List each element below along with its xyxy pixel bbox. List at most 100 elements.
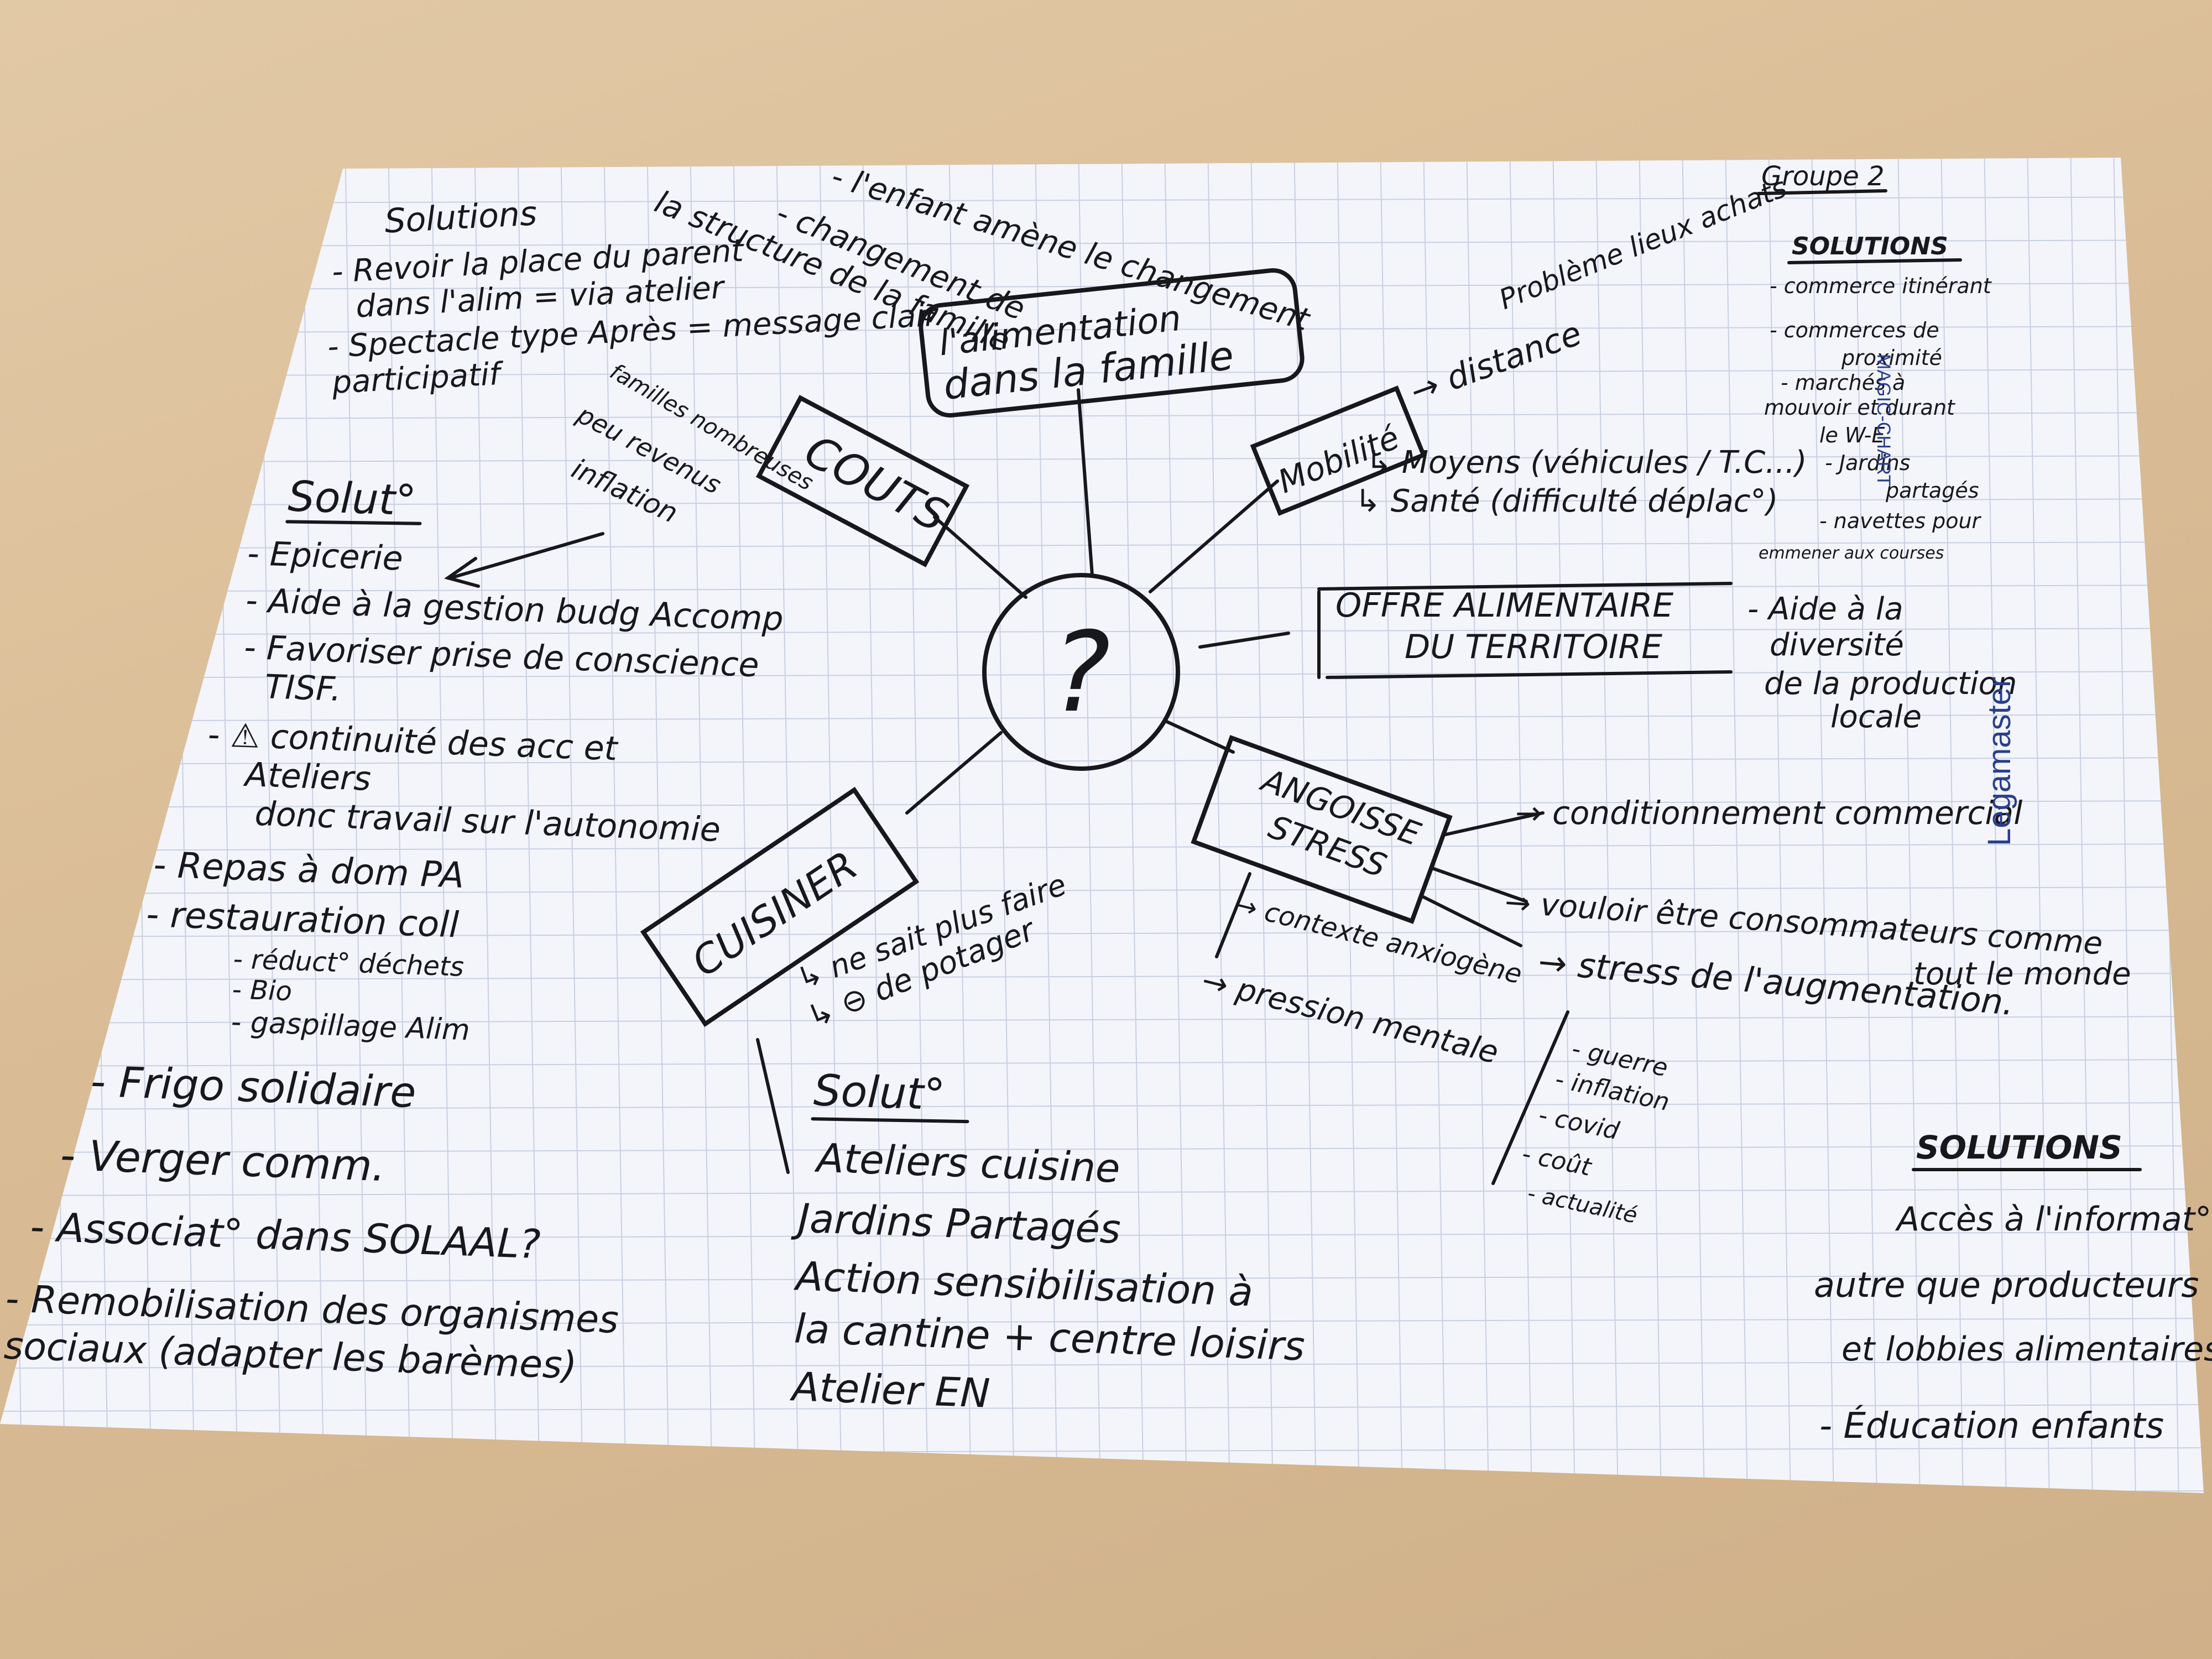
grid-line-horizontal	[0, 1361, 2204, 1369]
angoisse-note-1: → conditionnement commercial	[1515, 794, 2022, 832]
bottom-right-line-3: et lobbies alimentaires	[1841, 1330, 2212, 1369]
grid-line-vertical	[345, 158, 368, 1493]
grid-line-horizontal	[0, 973, 2204, 980]
grid-line-vertical	[2113, 158, 2136, 1493]
spoke-cuisiner	[905, 731, 1003, 815]
offre-bracket-top	[1317, 582, 1733, 591]
angoisse-list-bracket	[1491, 1010, 1569, 1185]
left-solutions: Solut° - Epicerie - Aide à la gestion bu…	[3, 471, 784, 1387]
spoke-offre	[1198, 632, 1290, 649]
grid-line-horizontal	[0, 843, 2204, 851]
grid-line-horizontal	[0, 1145, 2204, 1153]
grid-line-horizontal	[0, 1275, 2204, 1282]
group-underline	[1757, 189, 1887, 195]
spoke-angoisse	[1165, 720, 1235, 754]
offre-note-1: - Aide à la	[1747, 591, 1903, 627]
theme-offre-alimentaire: OFFRE ALIMENTAIRE DU TERRITOIRE - Aide à…	[1317, 582, 2017, 735]
theme-mobilite-box	[1250, 385, 1427, 516]
offre-note-4: locale	[1830, 699, 1922, 735]
grid-line-vertical	[1078, 158, 1101, 1493]
grid-line-vertical	[517, 158, 540, 1493]
grid-line-horizontal	[0, 196, 2204, 204]
grid-line-horizontal	[0, 1059, 2204, 1067]
grid-line-vertical	[690, 158, 713, 1493]
grid-line-vertical	[1035, 158, 1058, 1493]
right-line-2: - commerces de	[1770, 318, 1939, 342]
grid-line-vertical	[1207, 158, 1230, 1493]
grid-line-vertical	[1337, 158, 1360, 1493]
left-solutions-underline	[285, 520, 422, 525]
angoisse-note-3: tout le monde	[1913, 956, 2131, 992]
angoisse-arrow-4	[1215, 872, 1251, 958]
cuisiner-to-solut	[756, 1038, 790, 1174]
offre-note-3: de la production	[1764, 666, 2017, 702]
grid-line-vertical	[905, 158, 928, 1493]
grid-line-vertical	[1380, 158, 1403, 1493]
bottom-right-line-2: autre que producteurs	[1814, 1265, 2199, 1305]
bottom-right-line-4: - Éducation enfants	[1819, 1405, 2164, 1447]
grid-line-vertical	[1121, 158, 1144, 1493]
grid-line-horizontal	[0, 1102, 2204, 1110]
left-solutions-heading: Solut°	[287, 471, 417, 525]
grid-line-vertical	[603, 158, 627, 1493]
grid-line-vertical	[2027, 158, 2050, 1493]
grid-line-horizontal	[0, 1318, 2204, 1326]
grid-line-vertical	[431, 158, 454, 1493]
bottom-solutions-heading: Solut°	[813, 1066, 946, 1120]
theme-angoisse-box	[1191, 735, 1453, 924]
grid-line-vertical	[1466, 158, 1489, 1493]
spoke-couts	[933, 515, 1027, 599]
grid-line-horizontal	[0, 1188, 2204, 1196]
grid-line-horizontal	[0, 628, 2204, 635]
right-line-5: mouvoir et durant	[1764, 395, 1956, 420]
right-solutions: SOLUTIONS - commerce itinérant - commerc…	[1759, 232, 1992, 563]
grid-line-horizontal	[0, 671, 2204, 679]
theme-cuisiner-box	[640, 786, 920, 1027]
left-line-11: - Bio	[232, 974, 293, 1007]
grid-line-vertical	[1164, 158, 1187, 1493]
couts-to-solut-arrow	[449, 532, 604, 580]
grid-line-vertical	[819, 158, 842, 1493]
grid-line-horizontal	[0, 800, 2204, 808]
grid-line-horizontal	[0, 455, 2204, 463]
left-line-13: - Frigo solidaire	[90, 1057, 417, 1117]
whiteboard-paper	[0, 158, 2204, 1493]
right-solutions-heading: SOLUTIONS	[1792, 232, 1948, 260]
arrow-head-left	[444, 557, 480, 588]
center-question-mark: ?	[1052, 608, 1110, 737]
spoke-mobilite	[1149, 479, 1279, 593]
grid-line-vertical	[948, 158, 972, 1493]
grid-line-vertical	[1509, 158, 1532, 1493]
grid-line-vertical	[1552, 158, 1575, 1493]
left-line-6: Ateliers	[242, 755, 372, 799]
right-line-6: le W-E	[1819, 423, 1885, 447]
grid-line-vertical	[646, 158, 670, 1493]
grid-line-horizontal	[0, 930, 2204, 937]
grid-line-vertical	[733, 158, 756, 1493]
angoisse-links	[1215, 811, 1569, 1185]
grid-line-horizontal	[0, 369, 2204, 377]
angoisse-arrow-3	[1420, 894, 1522, 947]
offre-title-line1: OFFRE ALIMENTAIRE	[1335, 586, 1673, 625]
spoke-top	[1077, 388, 1094, 577]
angoisse-arrow-2	[1431, 867, 1528, 903]
right-line-1: - commerce itinérant	[1770, 274, 1992, 298]
grid-line-horizontal	[0, 585, 2204, 592]
right-solutions-underline	[1787, 258, 1962, 264]
grid-line-vertical	[1293, 158, 1317, 1493]
right-line-10: emmener aux courses	[1759, 544, 1944, 563]
grid-line-horizontal	[0, 886, 2204, 894]
bottom-line-1: Ateliers cuisine	[814, 1134, 1121, 1191]
theme-couts-box	[755, 395, 970, 567]
bottom-solutions-underline	[811, 1117, 969, 1124]
left-line-1: - Epicerie	[247, 534, 404, 578]
mobilite-note-moyens: ↳ Moyens (véhicules / T.C...)	[1366, 445, 1807, 481]
angoisse-arrow-1	[1442, 811, 1545, 837]
grid-line-vertical	[301, 158, 325, 1493]
mobilite-note-sante: ↳ Santé (difficulté déplac°)	[1355, 483, 1778, 519]
bottom-right-line-1: Accès à l'informat°	[1895, 1200, 2211, 1239]
grid-line-vertical	[560, 158, 583, 1493]
grid-line-vertical	[992, 158, 1015, 1493]
center-circle	[982, 573, 1180, 771]
